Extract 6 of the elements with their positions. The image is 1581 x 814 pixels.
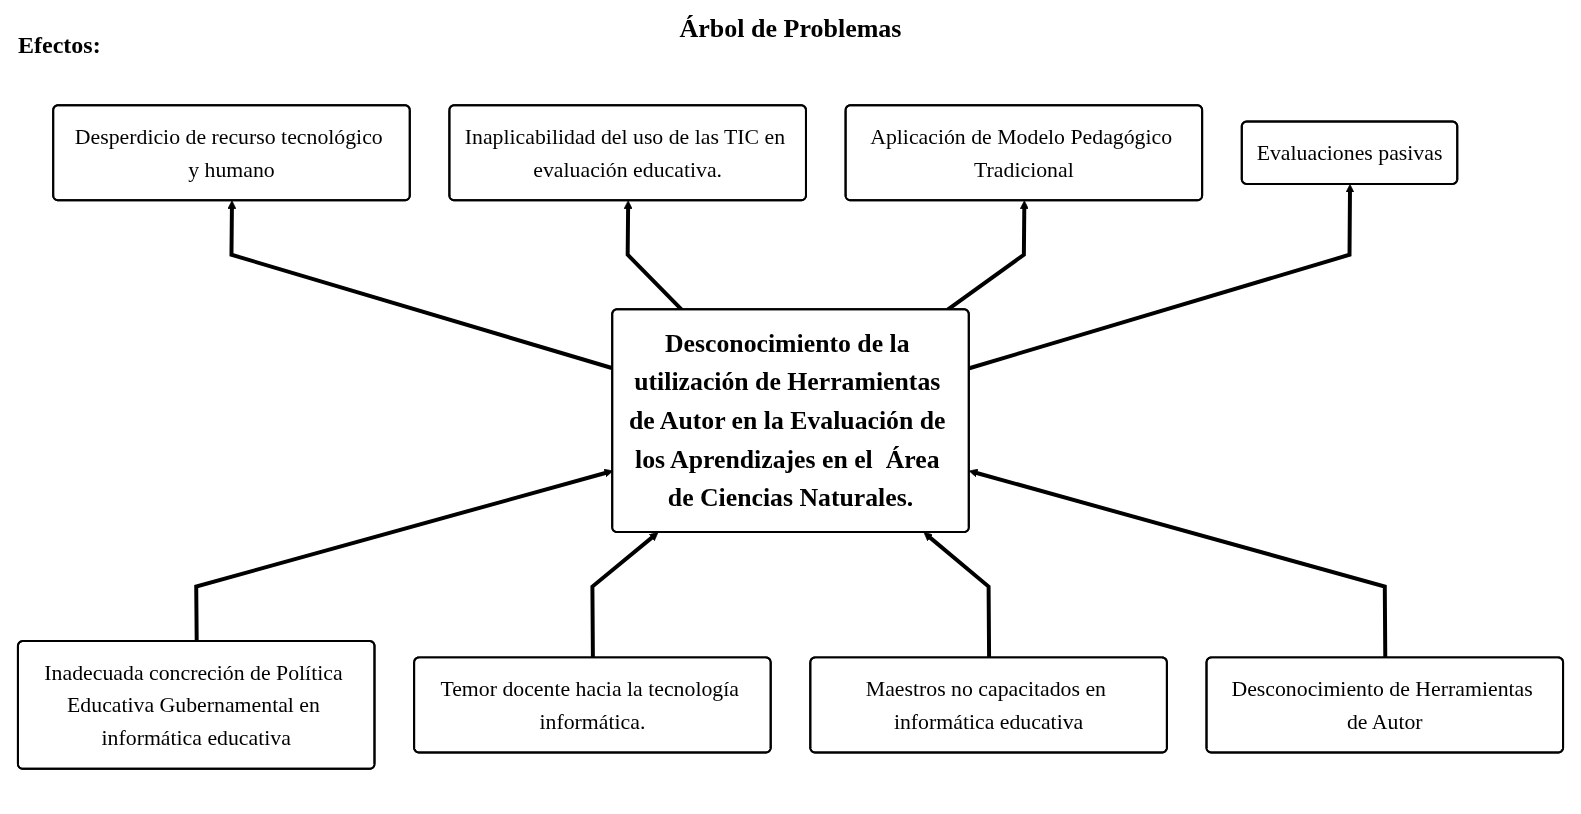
arrow — [968, 184, 1355, 371]
section-label: Efectos: — [18, 32, 101, 59]
arrow — [968, 468, 1388, 658]
arrow — [590, 532, 659, 658]
diagram-title: Árbol de Problemas — [678, 14, 903, 44]
arrow — [923, 532, 992, 658]
